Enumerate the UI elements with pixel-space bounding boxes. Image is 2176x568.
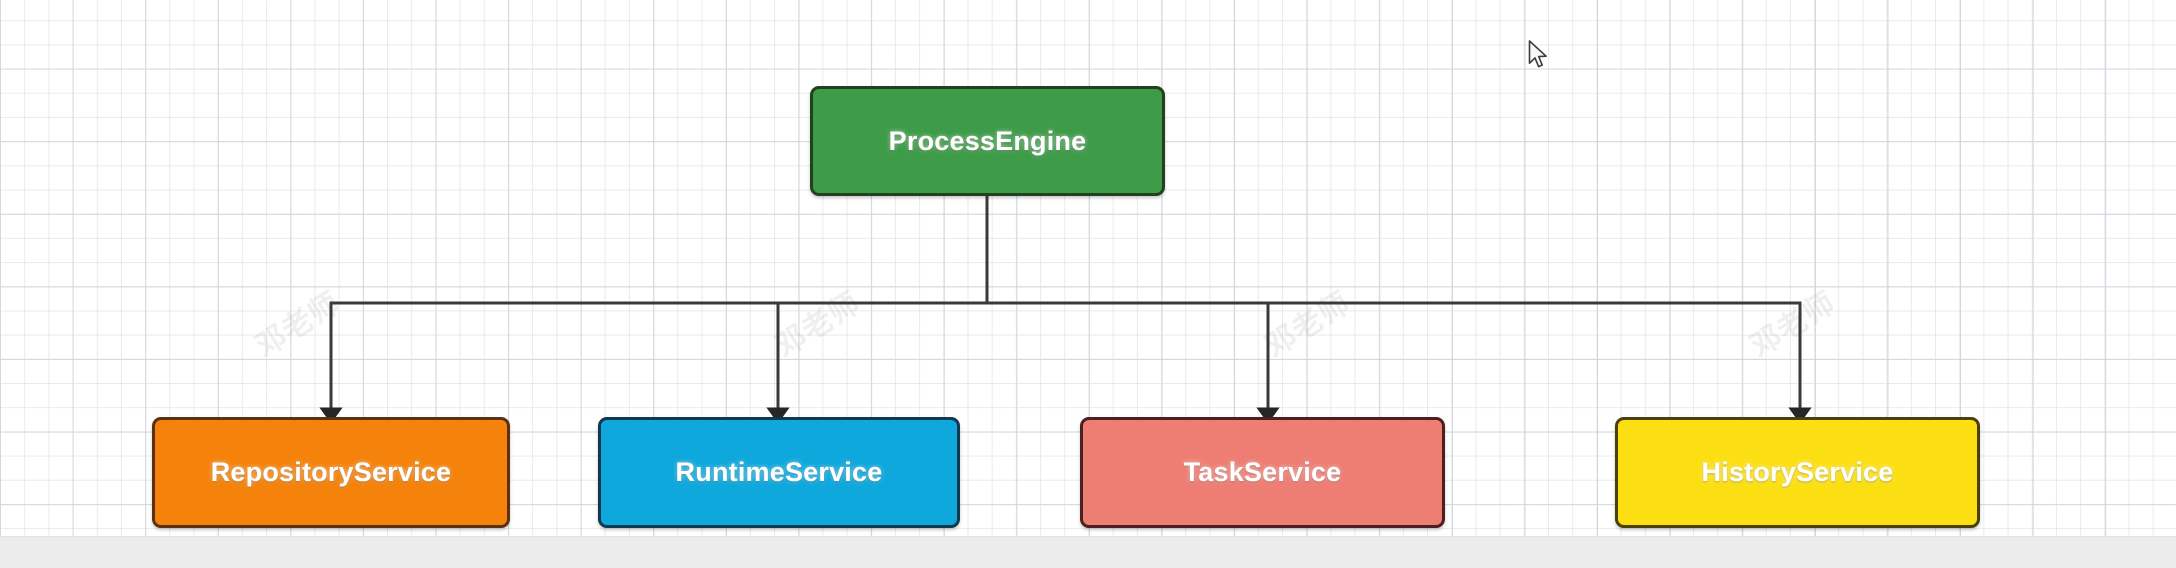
node-task-service[interactable]: TaskService [1080,417,1445,528]
connector-edges [319,194,1812,424]
node-history-service[interactable]: HistoryService [1615,417,1980,528]
node-label: HistoryService [1701,457,1894,487]
node-label: TaskService [1183,457,1342,487]
node-label: RepositoryService [210,457,452,487]
node-repository-service[interactable]: RepositoryService [152,417,510,528]
node-label: ProcessEngine [888,125,1087,156]
node-runtime-service[interactable]: RuntimeService [598,417,960,528]
bottom-toolbar-strip [0,536,2176,568]
node-label: RuntimeService [675,457,883,487]
node-process-engine[interactable]: ProcessEngine [810,86,1165,196]
